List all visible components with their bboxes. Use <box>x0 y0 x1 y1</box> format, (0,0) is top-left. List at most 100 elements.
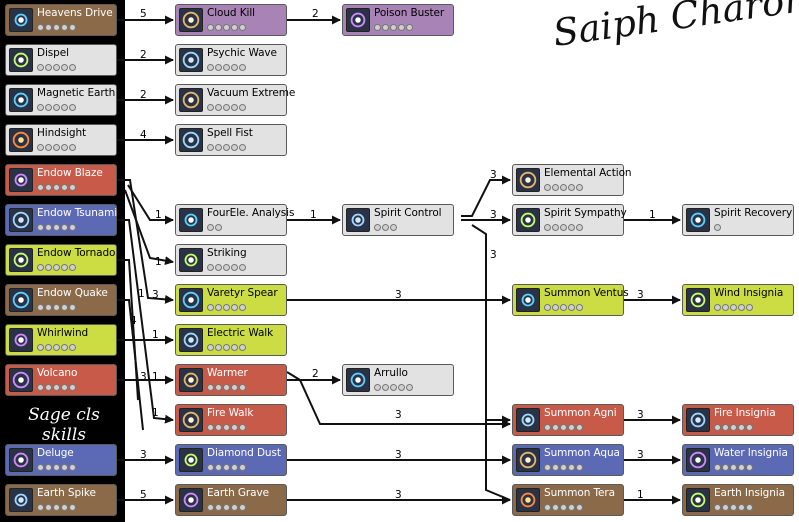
skill-name: Magnetic Earth <box>37 87 116 99</box>
skill-node-spirit-control[interactable]: Spirit Control <box>342 204 454 236</box>
skill-node-endow-blaze[interactable]: Endow Blaze <box>5 164 117 196</box>
skill-node-heavens-drive[interactable]: Heavens Drive <box>5 4 117 36</box>
skill-node-dispel[interactable]: Dispel <box>5 44 117 76</box>
skill-node-warmer[interactable]: Warmer <box>175 364 287 396</box>
wind-insignia-icon <box>686 288 710 312</box>
skill-node-endow-quake[interactable]: Endow Quake <box>5 284 117 316</box>
skill-name: Striking <box>207 247 247 259</box>
skill-name: Summon Aqua <box>544 447 620 459</box>
skill-level-dots <box>714 304 753 311</box>
skill-level-dots <box>37 344 76 351</box>
hindsight-icon <box>9 128 33 152</box>
skill-node-spirit-recovery[interactable]: Spirit Recovery <box>682 204 794 236</box>
skill-level-dot <box>207 264 214 271</box>
skill-level-dots <box>207 424 246 431</box>
skill-node-spirit-sympathy[interactable]: Spirit Sympathy <box>512 204 627 236</box>
skill-level-dots <box>544 464 583 471</box>
skill-node-summon-tera[interactable]: Summon Tera <box>512 484 624 516</box>
skill-level-dot <box>544 184 551 191</box>
skill-node-fire-walk[interactable]: Fire Walk <box>175 404 287 436</box>
skill-level-dot <box>207 384 214 391</box>
skill-level-dot <box>568 184 575 191</box>
edge-level-label: 3 <box>395 409 402 421</box>
skill-level-dots <box>544 304 583 311</box>
skill-level-dots <box>37 184 76 191</box>
skill-level-dots <box>37 264 76 271</box>
skill-node-psychic-wave[interactable]: Psychic Wave <box>175 44 287 76</box>
skill-level-dot <box>61 24 68 31</box>
skill-name: Spirit Control <box>374 207 442 219</box>
skill-level-dot <box>398 384 405 391</box>
connector-line <box>286 371 511 429</box>
skill-level-dots <box>714 224 721 231</box>
edge-level-label: 1 <box>649 209 656 221</box>
skill-level-dot <box>231 344 238 351</box>
skill-level-dot <box>69 104 76 111</box>
skill-name: Deluge <box>37 447 74 459</box>
skill-node-vacuum-extreme[interactable]: Vacuum Extreme <box>175 84 295 116</box>
skill-node-wind-insignia[interactable]: Wind Insignia <box>682 284 794 316</box>
skill-node-hindsight[interactable]: Hindsight <box>5 124 117 156</box>
skill-node-summon-ventus[interactable]: Summon Ventus <box>512 284 629 316</box>
skill-level-dot <box>61 104 68 111</box>
skill-level-dot <box>576 424 583 431</box>
skill-name: Psychic Wave <box>207 47 277 59</box>
skill-node-electric-walk[interactable]: Electric Walk <box>175 324 287 356</box>
skill-level-dot <box>207 224 214 231</box>
skill-node-endow-tornado[interactable]: Endow Tornado <box>5 244 117 276</box>
skill-node-arrullo[interactable]: Arrullo <box>342 364 454 396</box>
skill-node-earth-grave[interactable]: Earth Grave <box>175 484 287 516</box>
skill-level-dot <box>552 464 559 471</box>
skill-level-dots <box>37 464 76 471</box>
skill-name: Dispel <box>37 47 69 59</box>
skill-level-dots <box>544 184 583 191</box>
skill-level-dot <box>53 264 60 271</box>
connector-line <box>124 189 174 266</box>
skill-level-dots <box>374 224 397 231</box>
skill-node-spell-fist[interactable]: Spell Fist <box>175 124 287 156</box>
skill-level-dot <box>576 224 583 231</box>
skill-level-dot <box>231 504 238 511</box>
skill-level-dot <box>568 504 575 511</box>
skill-name: FourEle. Analysis <box>207 207 295 219</box>
skill-node-striking[interactable]: Striking <box>175 244 287 276</box>
skill-level-dot <box>231 264 238 271</box>
skill-node-earth-insignia[interactable]: Earth Insignia <box>682 484 794 516</box>
skill-level-dot <box>215 384 222 391</box>
skill-level-dot <box>53 504 60 511</box>
skill-level-dot <box>560 184 567 191</box>
skill-node-varetyr-spear[interactable]: Varetyr Spear <box>175 284 287 316</box>
skill-level-dot <box>231 424 238 431</box>
skill-node-elemental-action[interactable]: Elemental Action <box>512 164 632 196</box>
skill-level-dot <box>231 304 238 311</box>
skill-node-earth-spike[interactable]: Earth Spike <box>5 484 117 516</box>
skill-name: Varetyr Spear <box>207 287 278 299</box>
skill-node-volcano[interactable]: Volcano <box>5 364 117 396</box>
skill-node-diamond-dust[interactable]: Diamond Dust <box>175 444 287 476</box>
edge-level-label: 3 <box>395 289 402 301</box>
skill-level-dot <box>738 424 745 431</box>
skill-node-magnetic-earth[interactable]: Magnetic Earth <box>5 84 117 116</box>
skill-node-poison-buster[interactable]: Poison Buster <box>342 4 454 36</box>
skill-level-dot <box>374 24 381 31</box>
skill-node-water-insignia[interactable]: Water Insignia <box>682 444 794 476</box>
skill-level-dots <box>544 224 583 231</box>
connector-line <box>117 299 144 431</box>
skill-node-endow-tsunami[interactable]: Endow Tsunami <box>5 204 117 236</box>
skill-level-dot <box>730 464 737 471</box>
skill-level-dot <box>552 304 559 311</box>
edge-level-label: 2 <box>140 49 147 61</box>
skill-node-cloud-kill[interactable]: Cloud Kill <box>175 4 287 36</box>
earth-grave-icon <box>179 488 203 512</box>
skill-level-dot <box>714 504 721 511</box>
skill-level-dots <box>207 264 246 271</box>
skill-level-dot <box>215 344 222 351</box>
skill-node-fire-insignia[interactable]: Fire Insignia <box>682 404 794 436</box>
skill-node-whirlwind[interactable]: Whirlwind <box>5 324 117 356</box>
skill-node-summon-agni[interactable]: Summon Agni <box>512 404 624 436</box>
skill-node-deluge[interactable]: Deluge <box>5 444 117 476</box>
skill-level-dot <box>568 464 575 471</box>
skill-node-fourele-analysis[interactable]: FourEle. Analysis <box>175 204 294 236</box>
skill-node-summon-aqua[interactable]: Summon Aqua <box>512 444 624 476</box>
skill-level-dot <box>207 504 214 511</box>
